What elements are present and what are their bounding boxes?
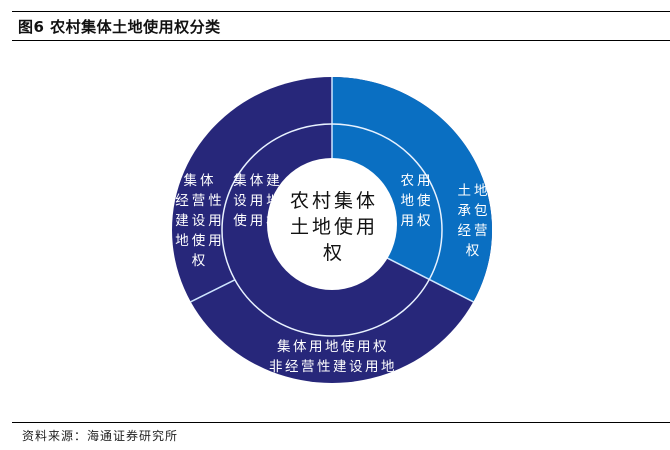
top-rule (12, 11, 670, 12)
title-rule (12, 40, 670, 41)
separator-left (190, 279, 236, 303)
figure-title: 图6 农村集体土地使用权分类 (18, 18, 221, 36)
center-label: 农村集体 土地使用 权 (289, 190, 378, 264)
outer-non-commercial-construction-label: 集体用地使用权 非经营性建设用地 (269, 339, 397, 375)
inner-ring-divider (221, 123, 443, 337)
center-circle (267, 158, 397, 290)
bottom-rule (12, 422, 670, 423)
outer-commercial-construction-label: 集体 经营性 建设用 地使用 权 (175, 173, 225, 269)
outer-land-contract-label: 土地 承包 经营 权 (457, 183, 491, 259)
inner-agricultural-label: 农用 地使 用权 (400, 173, 434, 229)
source-note: 资料来源：海通证券研究所 (22, 429, 179, 443)
inner-construction-label: 集体建 设用地 使用权 (233, 173, 283, 229)
